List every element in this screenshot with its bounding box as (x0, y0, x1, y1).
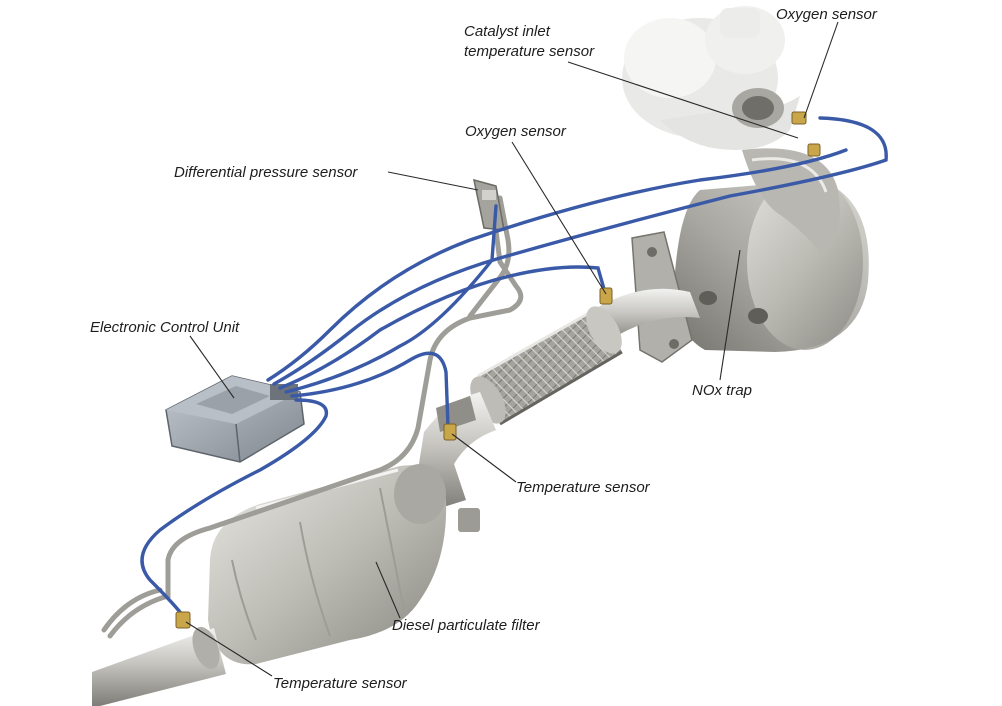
ecu-box (165, 375, 305, 463)
dpf-canister (208, 464, 447, 665)
tailpipe (92, 626, 226, 706)
leader-lines (185, 21, 839, 677)
leader-temp-mid (451, 433, 517, 483)
label-electronic-control-unit: Electronic Control Unit (90, 319, 240, 336)
label-nox-trap: NOx trap (692, 382, 753, 399)
leader-catalyst-inlet (567, 61, 799, 139)
label-oxygen-sensor-turbo: Oxygen sensor (776, 6, 877, 23)
leader-dp-sensor (387, 171, 479, 191)
label-differential-pressure-sensor: Differential pressure sensor (174, 164, 358, 181)
leader-oxygen-mid (511, 141, 607, 295)
leader-nox (719, 249, 741, 381)
label-temperature-sensor-mid: Temperature sensor (516, 479, 650, 496)
leader-dpf (375, 561, 401, 619)
label-catalyst-inlet-line2: temperature sensor (464, 43, 595, 60)
sensor-fittings (175, 111, 821, 629)
leader-ecu (189, 335, 235, 399)
sensor-wiring (140, 116, 888, 614)
flexible-pipe (470, 306, 623, 426)
label-temperature-sensor-bottom: Temperature sensor (273, 675, 407, 692)
label-oxygen-sensor-mid: Oxygen sensor (465, 123, 566, 140)
turbo-outlet (732, 88, 784, 128)
label-catalyst-inlet-line1: Catalyst inlet (464, 23, 550, 40)
leader-temp-bottom (185, 621, 273, 677)
dp-sensor-body (473, 178, 505, 231)
label-diesel-particulate-filter: Diesel particulate filter (392, 617, 540, 634)
turbocharger (622, 6, 800, 150)
leader-oxygen-top (803, 21, 839, 119)
nox-trap-canister (674, 148, 869, 352)
